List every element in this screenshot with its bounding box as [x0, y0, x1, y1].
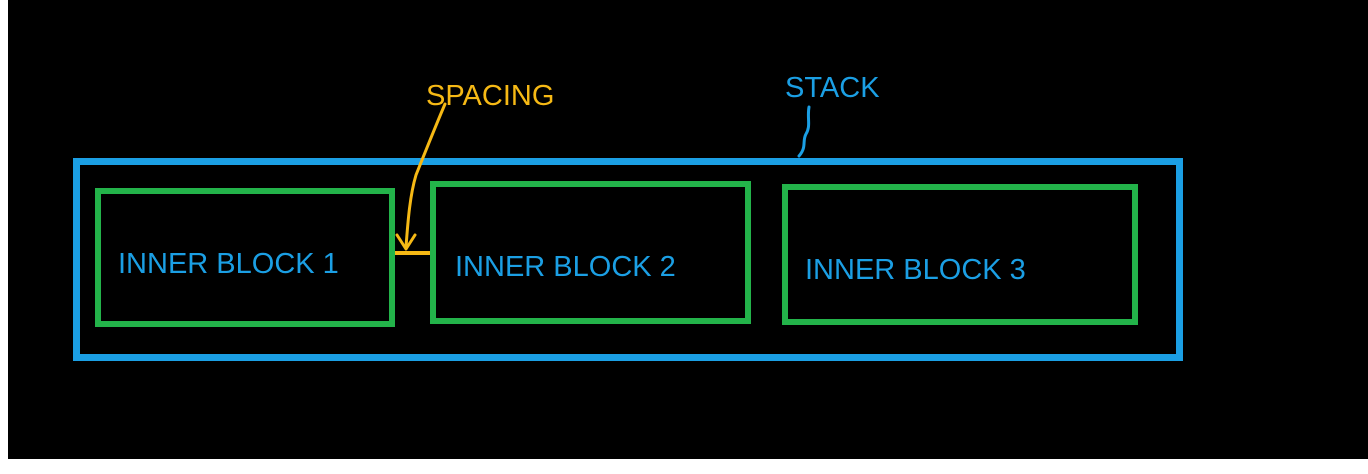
inner-block-3: [782, 184, 1138, 325]
spacing-arrow-line: [404, 102, 447, 249]
diagram-canvas: INNER BLOCK 1 INNER BLOCK 2 INNER BLOCK …: [8, 0, 1368, 459]
spacing-arrow-head: [395, 233, 417, 251]
stack-container: [73, 158, 1183, 361]
inner-block-1: [95, 188, 395, 327]
stack-pointer-line: [797, 105, 811, 158]
inner-block-2: [430, 181, 751, 324]
stack-label: STACK: [785, 72, 880, 104]
inner-block-3-label: INNER BLOCK 3: [805, 254, 1026, 286]
inner-block-1-label: INNER BLOCK 1: [118, 248, 339, 280]
spacing-label: SPACING: [426, 80, 555, 112]
annotation-layer: [395, 102, 811, 255]
inner-block-2-label: INNER BLOCK 2: [455, 251, 676, 283]
